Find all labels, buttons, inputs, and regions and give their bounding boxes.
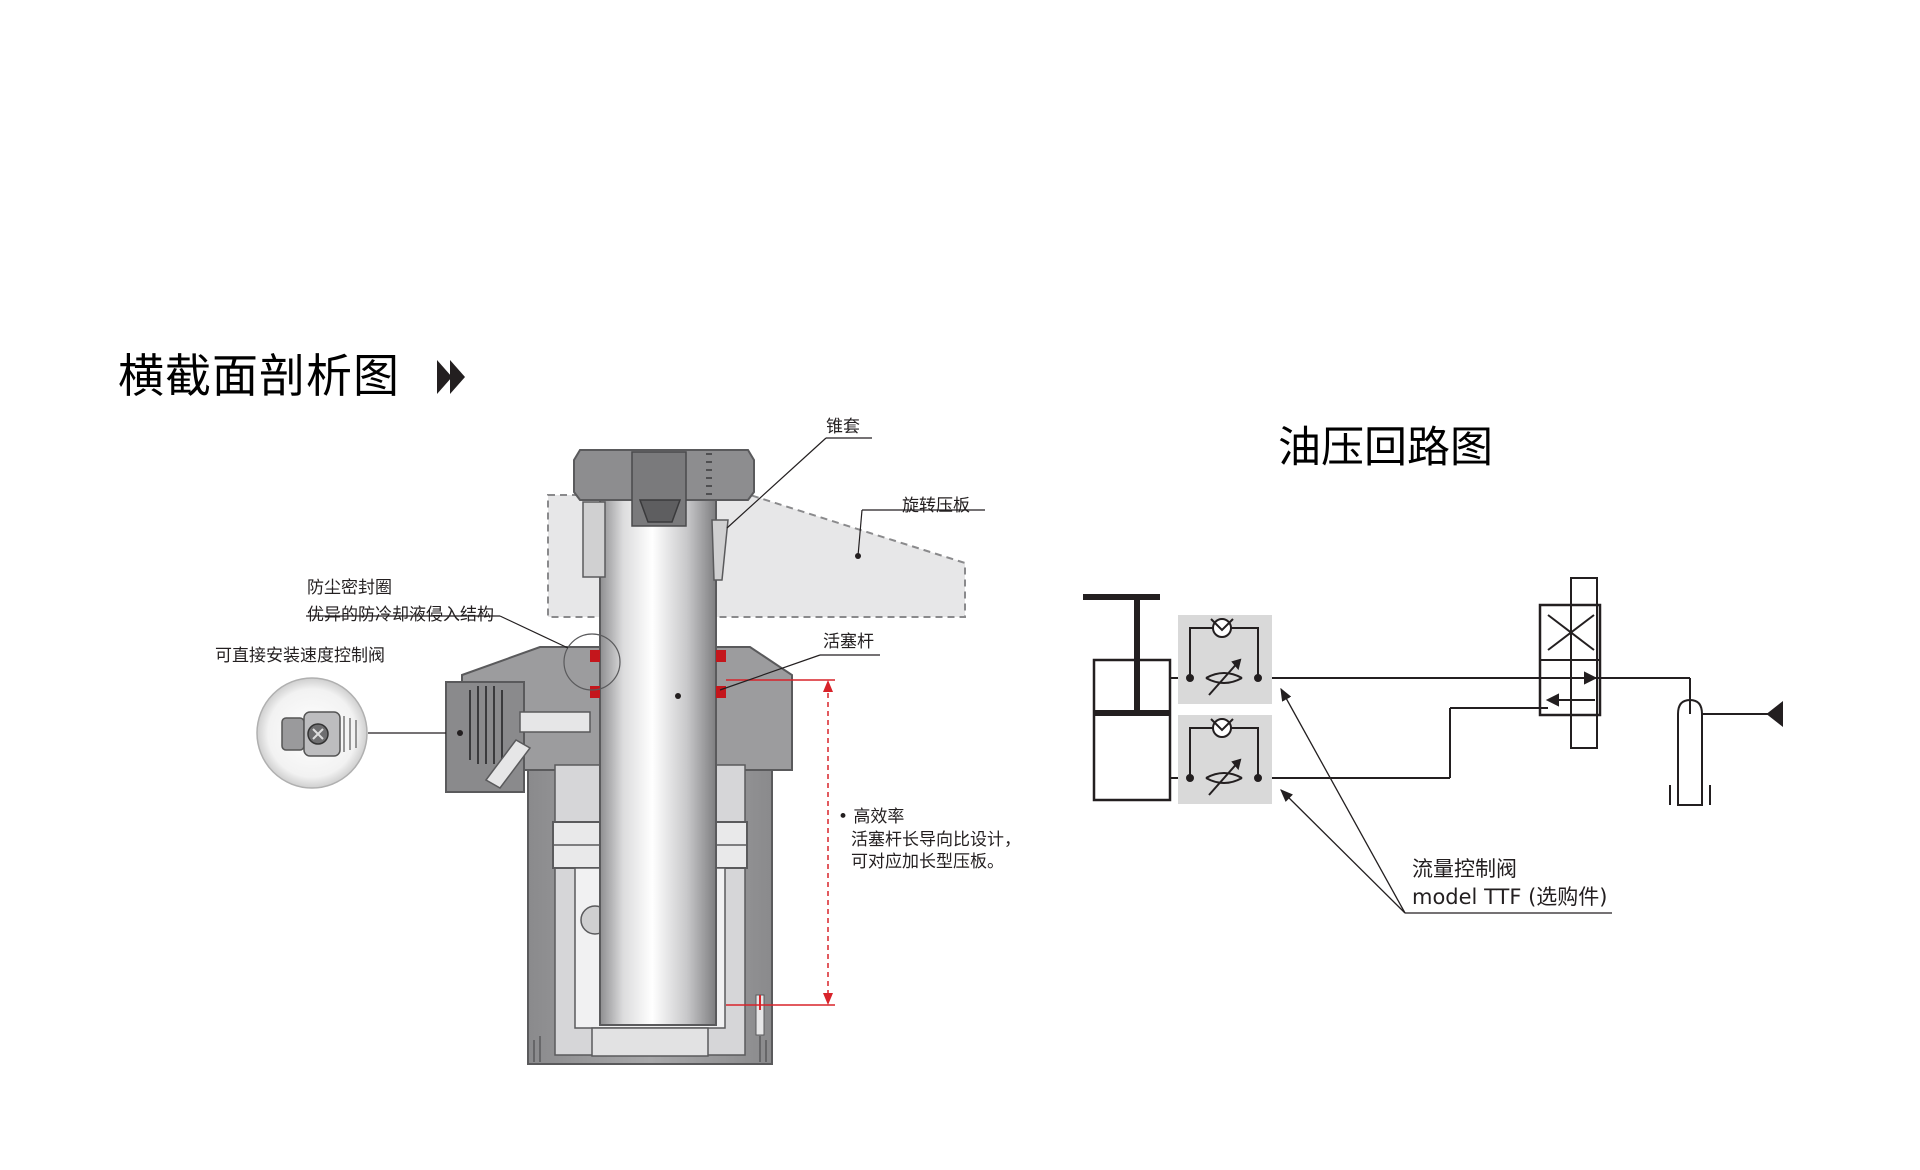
label-efficiency-detail1: 活塞杆长导向比设计， bbox=[851, 830, 1021, 850]
hydraulic-circuit bbox=[1083, 577, 1783, 806]
label-flow-valve-model: model TTF (选购件) bbox=[1412, 885, 1608, 909]
stroke-dimension bbox=[726, 679, 835, 1006]
label-dust-seal: 防尘密封圈 bbox=[307, 578, 392, 598]
flow-valve-callout bbox=[1280, 687, 1612, 914]
label-dust-seal-detail: 优异的防冷却液侵入结构 bbox=[307, 605, 494, 625]
label-speed-valve: 可直接安装速度控制阀 bbox=[215, 646, 385, 666]
dust-seal-callout-circle bbox=[563, 633, 621, 691]
speed-control-valve-photo bbox=[256, 677, 368, 789]
base-thread bbox=[533, 1036, 767, 1062]
cylinder-symbol bbox=[1092, 658, 1172, 802]
piston-rod bbox=[599, 459, 717, 1026]
section-title: 横截面剖析图 bbox=[118, 349, 400, 403]
label-lock-nut: 锥套 bbox=[826, 417, 860, 437]
valve-port-thread bbox=[469, 686, 503, 764]
label-efficiency-detail2: 可对应加长型压板。 bbox=[851, 852, 1004, 872]
circuit-title: 油压回路图 bbox=[1278, 423, 1493, 473]
label-flow-valve: 流量控制阀 bbox=[1412, 857, 1517, 881]
arrow-double-right-icon bbox=[437, 360, 465, 394]
label-efficiency: • 高效率 bbox=[838, 807, 904, 827]
label-piston-rod: 活塞杆 bbox=[823, 632, 874, 652]
cross-section-diagram bbox=[256, 437, 985, 1065]
leader-lines bbox=[306, 437, 985, 734]
label-rotary-clamp-arm: 旋转压板 bbox=[902, 496, 970, 516]
